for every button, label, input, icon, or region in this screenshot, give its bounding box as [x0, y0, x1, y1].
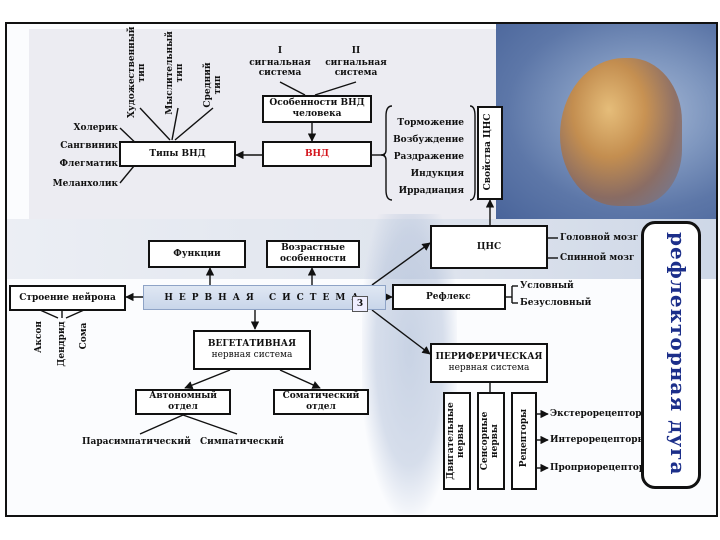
brain-photo [496, 24, 716, 219]
vegetative-title: ВЕГЕТАТИВНАЯ [207, 339, 297, 349]
type-middle: Средний тип [203, 62, 223, 108]
top-background-band [29, 29, 513, 219]
slide-link-badge[interactable]: 3 [352, 296, 368, 312]
exteroreceptors: Экстерорецепторы [550, 409, 651, 419]
temperament-sanguine: Сангвиник [60, 141, 118, 151]
reflex-conditioned: Условный [520, 281, 574, 291]
peripheral-box: ПЕРИФЕРИЧЕСКАЯ нервная система [430, 343, 548, 383]
peripheral-title: ПЕРИФЕРИЧЕСКАЯ [435, 352, 543, 362]
type-artistic: Художественный тип [127, 26, 147, 118]
cns-part-spinal: Спинной мозг [560, 253, 635, 263]
nervous-system-band: НЕРВНАЯ СИСТЕМА [143, 285, 386, 310]
neuron-structure-box: Строение нейрона [9, 285, 126, 311]
reflex-box: Рефлекс [392, 284, 506, 310]
temperament-phlegmatic: Флегматик [59, 159, 118, 169]
interoreceptors: Интерорецепторы [550, 435, 647, 445]
parasympathetic-label: Парасимпатический [82, 437, 191, 447]
sympathetic-label: Симпатический [200, 437, 284, 447]
autonomic-box: Автономный отдел [135, 389, 231, 415]
cns-box: ЦНС [430, 225, 548, 269]
cns-prop-excitation: Возбуждение [393, 135, 464, 145]
reflex-arc-title: рефлекторная дуга [666, 232, 690, 476]
vnd-types-box: Типы ВНД [119, 141, 236, 167]
proprioreceptors: Проприорецепторы [550, 463, 655, 473]
vegetative-box: ВЕГЕТАТИВНАЯ нервная система [193, 330, 311, 370]
cns-prop-irritation: Раздражение [393, 152, 464, 162]
temperament-choleric: Холерик [73, 123, 118, 133]
sensory-nerves-box [477, 392, 505, 490]
signal-system-2-num: II [351, 46, 361, 56]
receptors-label: Рецепторы [519, 408, 529, 468]
motor-nerves-box [443, 392, 471, 490]
middle-background-band [7, 219, 716, 279]
reflex-arc-box [641, 221, 701, 489]
cns-part-brain: Головной мозг [560, 233, 639, 243]
cns-prop-induction: Индукция [410, 169, 464, 179]
cns-properties-title: Свойства ЦНС [483, 113, 493, 191]
cns-prop-inhibition: Торможение [397, 118, 464, 128]
signal-system-2: сигнальная система [325, 58, 387, 78]
signal-system-1: сигнальная система [249, 58, 311, 78]
type-thinking: Мыслительный тип [165, 31, 185, 115]
motor-nerves-label: Двигательные нервы [446, 402, 466, 480]
somatic-box: Соматический отдел [273, 389, 369, 415]
vnd-features-box: Особенности ВНД человека [262, 95, 372, 123]
temperament-melancholic: Меланхолик [52, 179, 118, 189]
vegetative-sub: нервная система [211, 350, 293, 360]
cns-properties-box [477, 106, 503, 200]
neuron-part-axon: Аксон [34, 321, 44, 353]
vnd-box: ВНД [262, 141, 372, 167]
receptors-box [511, 392, 537, 490]
neuron-part-soma: Сома [79, 322, 89, 350]
brain-head-image [560, 58, 682, 206]
functions-box: Функции [148, 240, 246, 268]
peripheral-sub: нервная система [448, 363, 530, 373]
reflex-unconditioned: Безусловный [520, 298, 592, 308]
signal-system-1-num: I [277, 46, 283, 56]
neuron-part-dendrite: Дендрид [57, 321, 67, 367]
age-features-box: Возрастные особенности [266, 240, 360, 268]
sensory-nerves-label: Сенсорные нервы [480, 411, 500, 471]
cns-prop-irradiation: Иррадиация [398, 186, 464, 196]
